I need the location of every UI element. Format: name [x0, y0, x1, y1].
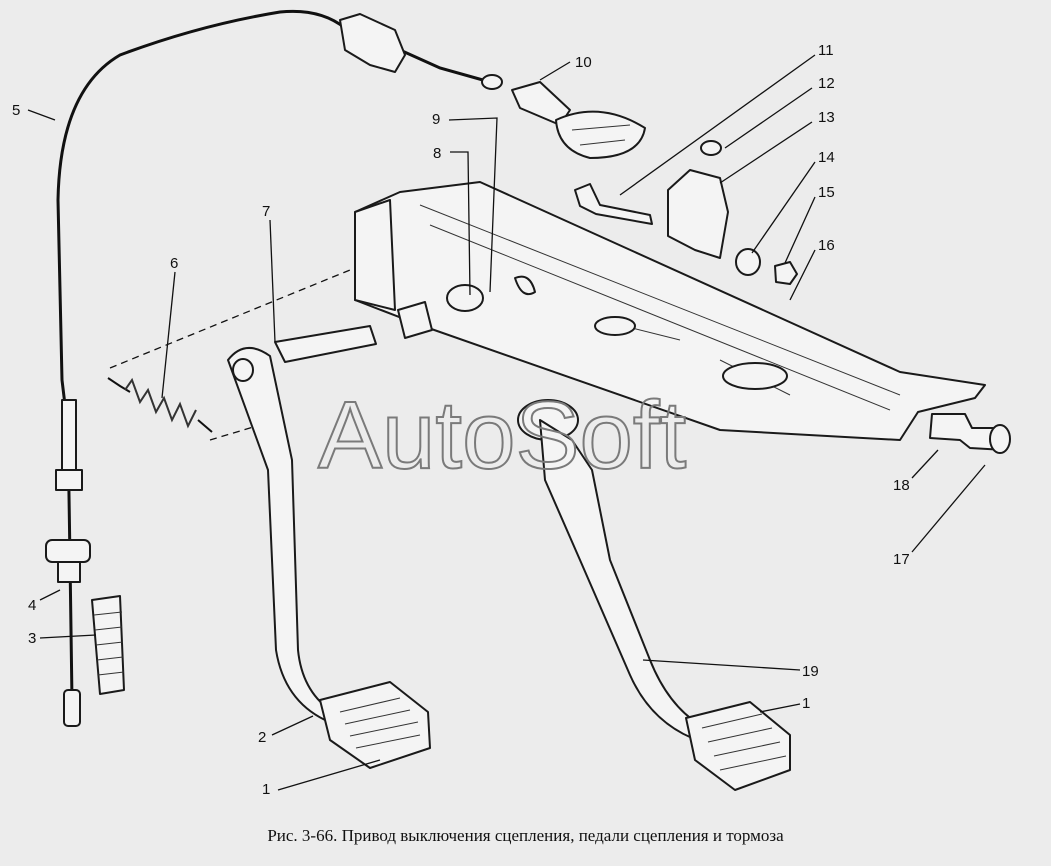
callout-18: 18	[893, 477, 910, 494]
callout-4: 4	[28, 597, 36, 614]
callout-9: 9	[432, 111, 440, 128]
pedal-bushings	[397, 275, 536, 339]
flat-washer	[735, 248, 761, 276]
cable-sleeve-fitting	[339, 13, 406, 73]
callout-16: 16	[818, 237, 835, 254]
brake-pedal	[517, 399, 791, 791]
callout-1-left: 1	[262, 781, 270, 798]
callout-labels: 5 10 11 12 13 9 8 14 15 7 16 6 18 17 4 3…	[12, 42, 910, 798]
callout-19: 19	[802, 663, 819, 680]
callout-13: 13	[818, 109, 835, 126]
watermark: AutoSoft	[318, 382, 686, 489]
spring-washer	[700, 140, 722, 156]
callout-2: 2	[258, 729, 266, 746]
stop-light-switch	[929, 413, 1011, 454]
callout-8: 8	[433, 145, 441, 162]
cable-tip	[63, 689, 81, 727]
callout-17: 17	[893, 551, 910, 568]
callout-3: 3	[28, 630, 36, 647]
callout-7: 7	[262, 203, 270, 220]
cable-adjuster-nut	[55, 469, 83, 491]
figure-caption: Рис. 3-66. Привод выключения сцепления, …	[267, 826, 784, 845]
callout-11: 11	[818, 42, 834, 59]
callout-14: 14	[818, 149, 835, 166]
pedal-bracket	[354, 181, 986, 441]
cable-eye-end	[481, 74, 503, 90]
leader-lines	[27, 54, 986, 791]
cable-locknut	[45, 539, 91, 563]
pedal-shaft	[274, 325, 377, 363]
callout-15: 15	[818, 184, 835, 201]
cable-boot	[91, 595, 125, 695]
nut	[774, 261, 798, 285]
release-fork	[511, 81, 646, 159]
cable-adjuster-thread	[61, 399, 77, 481]
callout-1-right: 1	[802, 695, 810, 712]
callout-12: 12	[818, 75, 835, 92]
bolt	[574, 183, 653, 225]
clutch-cable	[45, 9, 503, 727]
mounting-hardware	[574, 140, 798, 285]
cable-washer	[57, 561, 81, 583]
bracket	[667, 169, 729, 259]
callout-10: 10	[575, 54, 592, 71]
callout-5: 5	[12, 102, 20, 119]
callout-6: 6	[170, 255, 178, 272]
clutch-pedal	[227, 347, 431, 769]
